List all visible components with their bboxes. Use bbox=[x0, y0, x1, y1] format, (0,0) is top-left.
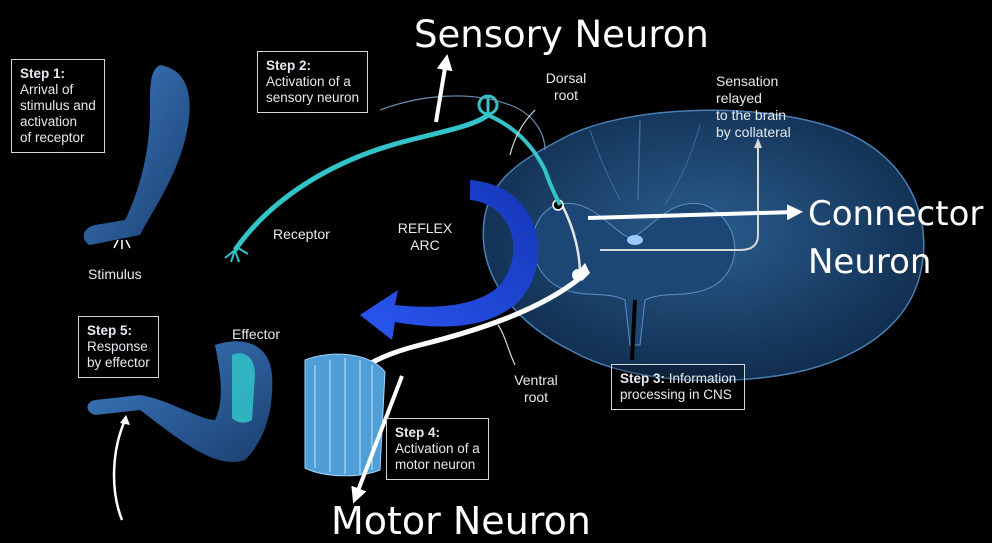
step-5-title: Step 5: bbox=[87, 323, 132, 338]
step-4-box: Step 4: Activation of a motor neuron bbox=[386, 418, 489, 480]
sensation-label-line: to the brain bbox=[716, 107, 786, 123]
sensory-neuron-annotation: Sensory Neuron bbox=[414, 16, 709, 53]
step-5-line: Response bbox=[87, 339, 148, 354]
connector-neuron-annotation-line: Connector bbox=[808, 194, 983, 234]
step-2-line: Activation of a bbox=[266, 74, 351, 89]
reflex-arc-label-line: REFLEX bbox=[398, 220, 452, 236]
connector-neuron-annotation: Connector Neuron bbox=[808, 190, 983, 286]
step-5-box: Step 5: Response by effector bbox=[78, 316, 159, 378]
connector-neuron-annotation-line: Neuron bbox=[808, 242, 931, 282]
sensation-label-line: by collateral bbox=[716, 124, 791, 140]
step-2-title: Step 2: bbox=[266, 58, 311, 73]
sensation-label-line: relayed bbox=[716, 90, 762, 106]
step-1-title: Step 1: bbox=[20, 66, 65, 81]
muscle-bundle bbox=[305, 354, 385, 476]
motor-neuron-annotation: Motor Neuron bbox=[331, 502, 591, 540]
step-2-box: Step 2: Activation of a sensory neuron bbox=[257, 51, 368, 113]
effector-label: Effector bbox=[232, 326, 280, 343]
dorsal-root-label-line: root bbox=[554, 87, 578, 103]
receptor-label: Receptor bbox=[273, 226, 330, 243]
step-4-title: Step 4: bbox=[395, 425, 440, 440]
stimulus-label: Stimulus bbox=[88, 266, 142, 283]
step-2-line: sensory neuron bbox=[266, 90, 359, 105]
reflex-arc-label: REFLEX ARC bbox=[395, 220, 455, 254]
dorsal-root-label-line: Dorsal bbox=[546, 70, 586, 86]
step-3-box: Step 3: Information processing in CNS bbox=[611, 364, 745, 410]
step-3-inline: Information bbox=[665, 371, 736, 386]
step-1-line: of receptor bbox=[20, 130, 85, 145]
step-1-box: Step 1: Arrival of stimulus and activati… bbox=[11, 59, 105, 153]
step-4-line: Activation of a bbox=[395, 441, 480, 456]
sensory-neuron-arrow-icon bbox=[436, 62, 446, 122]
step-5-line: by effector bbox=[87, 355, 150, 370]
dorsal-root-label: Dorsal root bbox=[536, 70, 596, 104]
step-3-title: Step 3: bbox=[620, 371, 665, 386]
ventral-root-label-line: Ventral bbox=[514, 372, 558, 388]
ventral-root-label-line: root bbox=[524, 389, 548, 405]
step-1-line: Arrival of bbox=[20, 82, 73, 97]
step-1-line: stimulus and bbox=[20, 98, 96, 113]
step-4-line: motor neuron bbox=[395, 457, 475, 472]
sensation-label-line: Sensation bbox=[716, 73, 778, 89]
sensation-label: Sensation relayed to the brain by collat… bbox=[716, 73, 791, 141]
step-1-line: activation bbox=[20, 114, 77, 129]
step-3-line: processing in CNS bbox=[620, 387, 732, 402]
ventral-root-pointer bbox=[498, 325, 515, 365]
reflex-arc-label-line: ARC bbox=[410, 237, 440, 253]
ventral-root-label: Ventral root bbox=[503, 372, 569, 406]
